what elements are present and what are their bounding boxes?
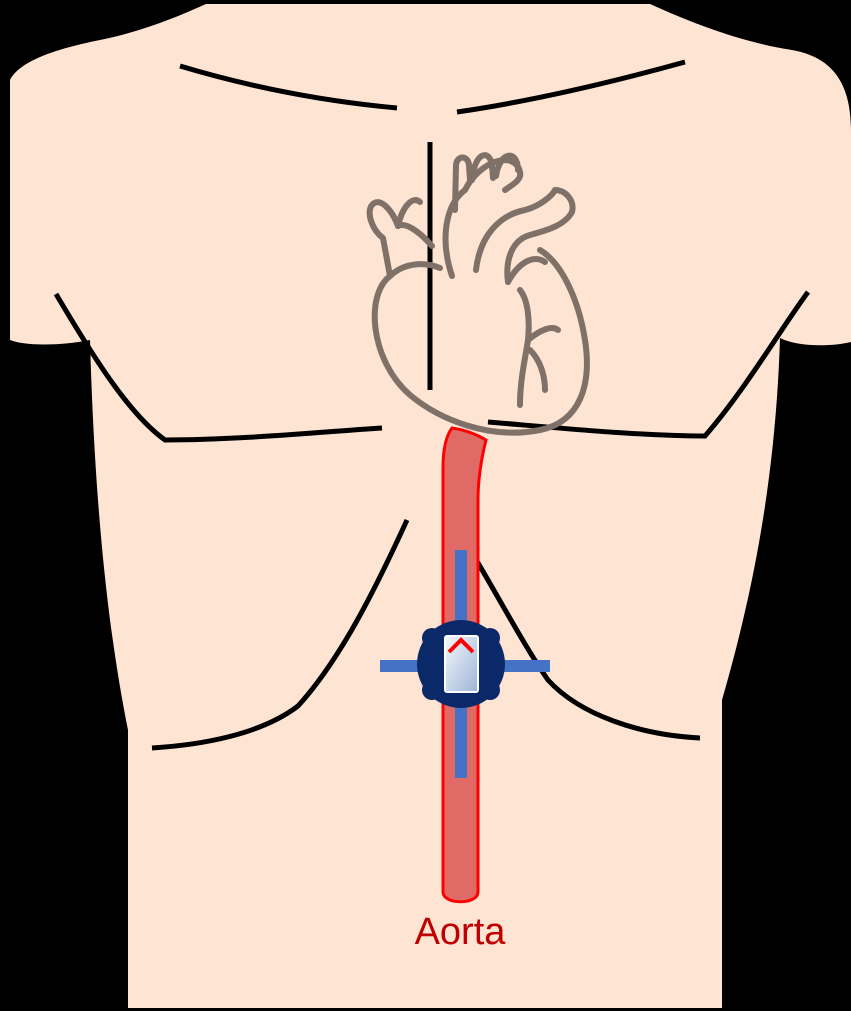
ultrasound-probe-icon: [417, 620, 505, 708]
aorta-label: Aorta: [415, 911, 507, 953]
